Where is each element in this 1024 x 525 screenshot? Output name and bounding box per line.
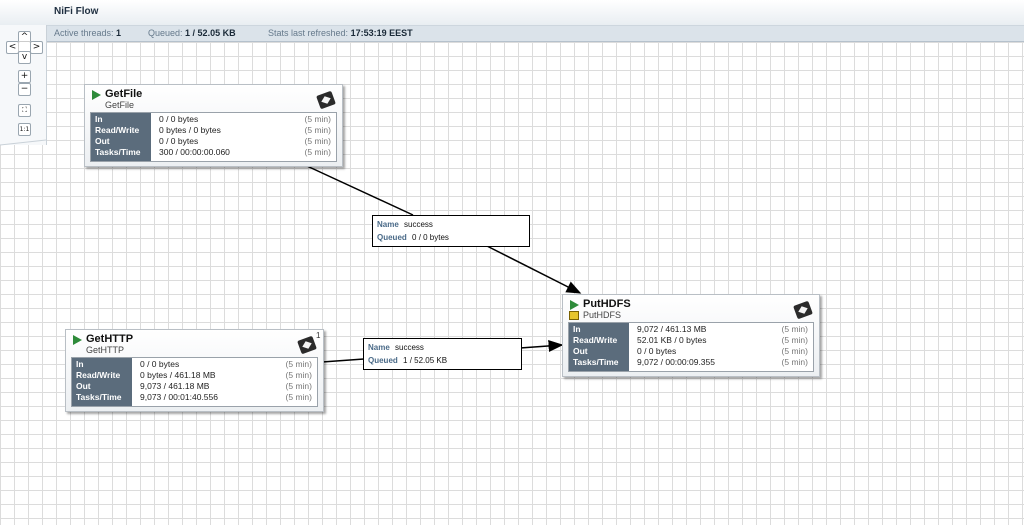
stat-label-tasks-time: Tasks/Time [76, 392, 122, 402]
active-threads-value: 1 [116, 28, 122, 38]
fit-screen-button[interactable]: ⛶ [18, 104, 31, 117]
stat-period: (5 min) [304, 114, 331, 124]
stat-in: 0 / 0 bytes [159, 114, 199, 124]
stat-label-read-write: Read/Write [95, 125, 140, 135]
zoom-in-button[interactable]: + [18, 70, 31, 83]
zoom-out-button[interactable]: − [18, 83, 31, 96]
processor-type: GetFile [105, 100, 135, 110]
stat-label-in: In [573, 324, 581, 334]
processor-stats: In Read/Write Out Tasks/Time 9,072 / 461… [568, 322, 814, 372]
stat-out: 0 / 0 bytes [637, 346, 677, 356]
stat-in: 0 / 0 bytes [140, 359, 180, 369]
stat-label-read-write: Read/Write [76, 370, 121, 380]
stat-period: (5 min) [285, 381, 312, 391]
stat-period: (5 min) [781, 335, 808, 345]
stat-read-write: 0 bytes / 461.18 MB [140, 370, 216, 380]
connection-queued: 1 / 52.05 KB [403, 356, 448, 365]
connection-line-getfile-arrow[interactable] [484, 244, 582, 294]
active-thread-badge: 1 [316, 331, 321, 340]
queued-value: 1 / 52.05 KB [185, 28, 236, 38]
processor-icon [316, 91, 336, 109]
flow-title: NiFi Flow [54, 6, 99, 17]
processor-type: GetHTTP [86, 345, 125, 355]
running-icon [92, 90, 101, 100]
connection-line-getfile[interactable] [306, 165, 414, 216]
stat-period: (5 min) [304, 136, 331, 146]
connection-name: success [395, 343, 424, 352]
stat-label-out: Out [76, 381, 91, 391]
navigation-panel: ^ < > v + − ⛶ 1:1 [0, 25, 47, 145]
connection-label-gethttp-success[interactable]: Name success Queued 1 / 52.05 KB [363, 338, 522, 370]
warning-icon[interactable] [569, 311, 579, 320]
stat-out: 9,073 / 461.18 MB [140, 381, 210, 391]
running-icon [73, 335, 82, 345]
refreshed-value: 17:53:19 EEST [350, 28, 413, 38]
stat-label-tasks-time: Tasks/Time [573, 357, 619, 367]
stat-label-read-write: Read/Write [573, 335, 618, 345]
queued-stat: Queued: 1 / 52.05 KB [148, 28, 236, 38]
processor-name: GetHTTP [86, 333, 134, 345]
stats-refreshed: Stats last refreshed: 17:53:19 EEST [268, 28, 413, 38]
stat-out: 0 / 0 bytes [159, 136, 199, 146]
stat-period: (5 min) [781, 324, 808, 334]
connection-queued-label: Queued [368, 356, 398, 365]
processor-puthdfs[interactable]: PutHDFS PutHDFS In Read/Write Out Tasks/… [562, 294, 820, 377]
connection-line-gethttp-arrow[interactable] [519, 339, 564, 352]
connection-line-gethttp[interactable] [321, 358, 365, 363]
header-bar: NiFi Flow [0, 0, 1024, 25]
stat-label-out: Out [573, 346, 588, 356]
stat-period: (5 min) [285, 359, 312, 369]
processor-icon [297, 336, 317, 354]
active-threads: Active threads: 1 [54, 28, 122, 38]
processor-getfile[interactable]: GetFile GetFile In Read/Write Out Tasks/… [84, 84, 343, 167]
processor-gethttp[interactable]: GetHTTP GetHTTP 1 In Read/Write Out Task… [65, 329, 324, 412]
stat-label-in: In [76, 359, 84, 369]
stat-period: (5 min) [781, 357, 808, 367]
processor-name: PutHDFS [583, 298, 631, 310]
stat-period: (5 min) [285, 370, 312, 380]
connection-name-label: Name [377, 220, 399, 229]
pan-down-button[interactable]: v [18, 51, 31, 64]
stat-tasks-time: 9,072 / 00:00:09.355 [637, 357, 715, 367]
processor-stats: In Read/Write Out Tasks/Time 0 / 0 bytes… [71, 357, 318, 407]
stat-label-in: In [95, 114, 103, 124]
processor-stats: In Read/Write Out Tasks/Time 0 / 0 bytes… [90, 112, 337, 162]
stat-period: (5 min) [285, 392, 312, 402]
connection-queued: 0 / 0 bytes [412, 233, 449, 242]
status-bar: Active threads: 1 Queued: 1 / 52.05 KB S… [47, 25, 1024, 42]
actual-size-button[interactable]: 1:1 [18, 123, 31, 136]
stat-tasks-time: 300 / 00:00:00.060 [159, 147, 230, 157]
stat-period: (5 min) [781, 346, 808, 356]
stat-label-tasks-time: Tasks/Time [95, 147, 141, 157]
connection-queued-label: Queued [377, 233, 407, 242]
navigation-panel-corner [0, 139, 47, 146]
connection-name: success [404, 220, 433, 229]
stat-period: (5 min) [304, 147, 331, 157]
stat-period: (5 min) [304, 125, 331, 135]
processor-type: PutHDFS [583, 310, 622, 320]
processor-icon [793, 301, 813, 319]
running-icon [570, 300, 579, 310]
stat-label-out: Out [95, 136, 110, 146]
pan-right-button[interactable]: > [30, 41, 43, 54]
processor-name: GetFile [105, 88, 143, 100]
stat-in: 9,072 / 461.13 MB [637, 324, 707, 334]
stat-read-write: 0 bytes / 0 bytes [159, 125, 221, 135]
connection-label-getfile-success[interactable]: Name success Queued 0 / 0 bytes [372, 215, 530, 247]
stat-tasks-time: 9,073 / 00:01:40.556 [140, 392, 218, 402]
connection-name-label: Name [368, 343, 390, 352]
stat-read-write: 52.01 KB / 0 bytes [637, 335, 707, 345]
